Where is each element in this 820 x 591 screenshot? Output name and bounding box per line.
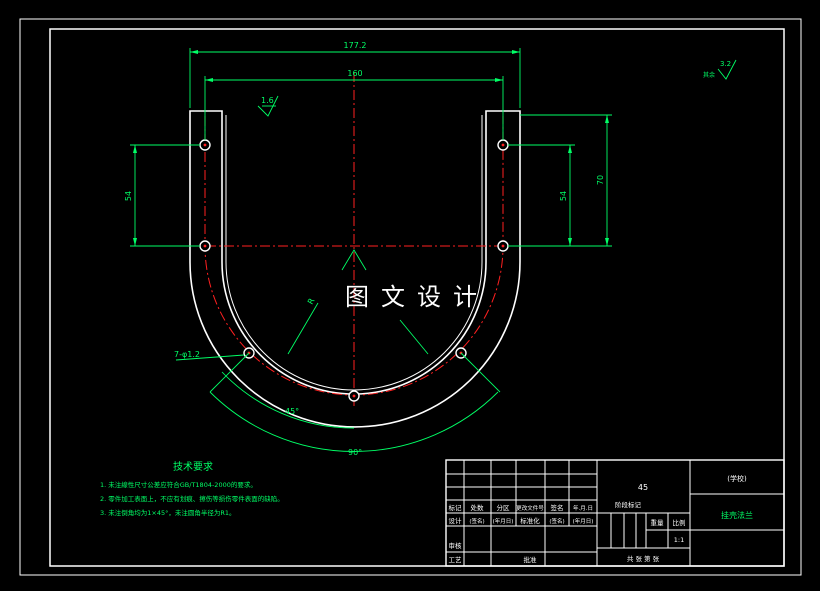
tb-approve: 批准 [524,555,538,564]
tb-stage: 阶段标记 [615,500,642,509]
tb-d3: 标准化 [520,516,540,525]
tb-school: (学校) [727,474,747,483]
tb-weight-label: 重量 [651,519,665,527]
part-inner-edge [225,115,483,391]
roughness-label: 其余 [703,71,715,79]
roughness-value: 3.2 [720,60,731,68]
tb-d0: 设计 [449,516,463,525]
tb-d5: (年月日) [573,517,594,525]
angle-45: 45° [285,407,299,416]
dim-160: 160 [347,69,362,78]
dim-54-right: 54 [559,191,568,201]
part-outline [189,110,521,428]
arrows [133,50,609,246]
tech-item-2: 2. 零件加工表面上，不应有划痕、擦伤等损伤零件表面的缺陷。 [100,494,284,503]
tb-h3: 更改文件号 [516,504,544,512]
tb-process: 工艺 [449,556,463,564]
tech-item-3: 3. 未注倒角均为1×45°，未注圆角半径为R1。 [100,508,236,517]
dimension-texts: 177.2 160 54 54 70 1.6 7-φ1.2 R 45° 90° … [124,41,731,457]
tb-d4: (签名) [549,517,564,525]
tb-sheet-info: 共 张 第 张 [627,554,660,563]
tb-h0: 标记 [449,503,463,512]
dimension-lines [130,48,737,452]
dim-177-2: 177.2 [344,41,367,50]
angle-90: 90° [348,448,362,457]
surface-finish-1-6: 1.6 [261,96,274,105]
inner-frame [49,28,785,567]
outer-border [19,18,802,576]
tb-scale-label: 比例 [673,518,686,527]
title-block-text: 45 (学校) 挂壳法兰 1:1 重量 比例 共 张 第 张 标记 处数 分区 … [449,474,754,564]
tb-h5: 年.月.日 [573,504,593,512]
watermark: 图文设计 [345,283,489,311]
tb-h2: 分区 [497,503,511,512]
tb-d1: (签名) [469,517,484,525]
tb-d2: (年月日) [493,517,514,525]
tech-title: 技术要求 [173,460,213,473]
tb-review: 审核 [449,541,463,550]
tb-material: 45 [638,483,648,492]
tb-scale: 1:1 [674,536,684,544]
dim-70: 70 [596,175,605,185]
hole-spec: 7-φ1.2 [174,350,200,359]
tb-h1: 处数 [471,503,485,512]
tech-requirements: 技术要求 1. 未注線性尺寸公差应符合GB/T1804-2000的要求。 2. … [100,460,284,517]
tb-part-name: 挂壳法兰 [721,510,753,520]
tech-item-1: 1. 未注線性尺寸公差应符合GB/T1804-2000的要求。 [100,480,257,489]
dim-54-left: 54 [124,191,133,201]
radius-label: R [306,296,317,306]
title-block [445,459,785,567]
tb-h4: 签名 [551,503,564,512]
